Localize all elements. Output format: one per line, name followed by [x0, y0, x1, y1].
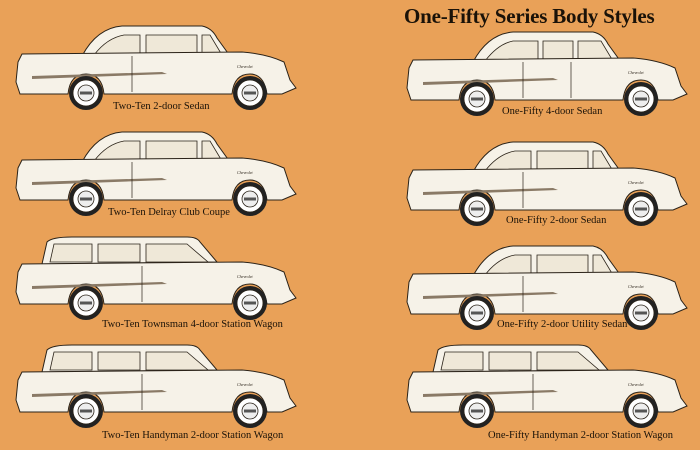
wheel-icon	[624, 394, 658, 428]
caption-two-ten-2-door-sedan: Two-Ten 2-door Sedan	[113, 101, 210, 112]
car-illustration-one-fifty-handyman-wagon: Chevrolet	[403, 336, 693, 431]
svg-text:Chevrolet: Chevrolet	[628, 284, 645, 289]
caption-one-fifty-handyman-wagon: One-Fifty Handyman 2-door Station Wagon	[488, 430, 674, 441]
svg-text:Chevrolet: Chevrolet	[237, 382, 254, 387]
car-illustration-one-fifty-4-door-sedan: Chevrolet	[403, 24, 693, 119]
car-drawing: Chevrolet	[15, 25, 297, 110]
car-illustration-two-ten-townsman-wagon: Chevrolet	[12, 228, 302, 323]
wheel-icon	[69, 76, 103, 110]
wheel-icon	[624, 192, 658, 226]
page-title: One-Fifty Series Body Styles	[404, 4, 655, 28]
wheel-icon	[233, 286, 267, 320]
svg-text:Chevrolet: Chevrolet	[628, 382, 645, 387]
wheel-icon	[460, 82, 494, 116]
caption-two-ten-townsman-wagon: Two-Ten Townsman 4-door Station Wagon	[102, 319, 283, 330]
wheel-icon	[69, 286, 103, 320]
caption-one-fifty-4-door-sedan: One-Fifty 4-door Sedan	[502, 106, 603, 117]
svg-text:Chevrolet: Chevrolet	[237, 274, 254, 279]
wheel-icon	[233, 394, 267, 428]
wheel-icon	[233, 182, 267, 216]
car-drawing: Chevrolet	[15, 236, 297, 320]
svg-text:Chevrolet: Chevrolet	[237, 170, 254, 175]
caption-two-ten-delray-club-coupe: Two-Ten Delray Club Coupe	[108, 207, 230, 218]
svg-text:Chevrolet: Chevrolet	[628, 70, 645, 75]
wheel-icon	[69, 394, 103, 428]
wheel-icon	[233, 76, 267, 110]
caption-two-ten-handyman-wagon: Two-Ten Handyman 2-door Station Wagon	[102, 430, 284, 441]
wheel-icon	[460, 192, 494, 226]
wheel-icon	[460, 394, 494, 428]
wheel-icon	[69, 182, 103, 216]
wheel-icon	[624, 82, 658, 116]
car-illustration-one-fifty-utility-sedan: Chevrolet	[403, 238, 693, 333]
car-illustration-one-fifty-2-door-sedan: Chevrolet	[403, 134, 693, 229]
car-drawing: Chevrolet	[15, 344, 297, 428]
car-illustration-two-ten-handyman-wagon: Chevrolet	[12, 336, 302, 431]
wheel-icon	[624, 296, 658, 330]
car-drawing: Chevrolet	[406, 245, 688, 330]
car-drawing: Chevrolet	[406, 141, 688, 226]
car-illustration-two-ten-delray-club-coupe: Chevrolet	[12, 124, 302, 219]
svg-text:Chevrolet: Chevrolet	[237, 64, 254, 69]
car-illustration-two-ten-2-door-sedan: Chevrolet	[12, 18, 302, 113]
caption-one-fifty-utility-sedan: One-Fifty 2-door Utility Sedan	[497, 319, 628, 330]
car-drawing: Chevrolet	[15, 131, 297, 216]
car-drawing: Chevrolet	[406, 31, 688, 116]
wheel-icon	[460, 296, 494, 330]
car-drawing: Chevrolet	[406, 344, 688, 428]
caption-one-fifty-2-door-sedan: One-Fifty 2-door Sedan	[506, 215, 607, 226]
svg-text:Chevrolet: Chevrolet	[628, 180, 645, 185]
